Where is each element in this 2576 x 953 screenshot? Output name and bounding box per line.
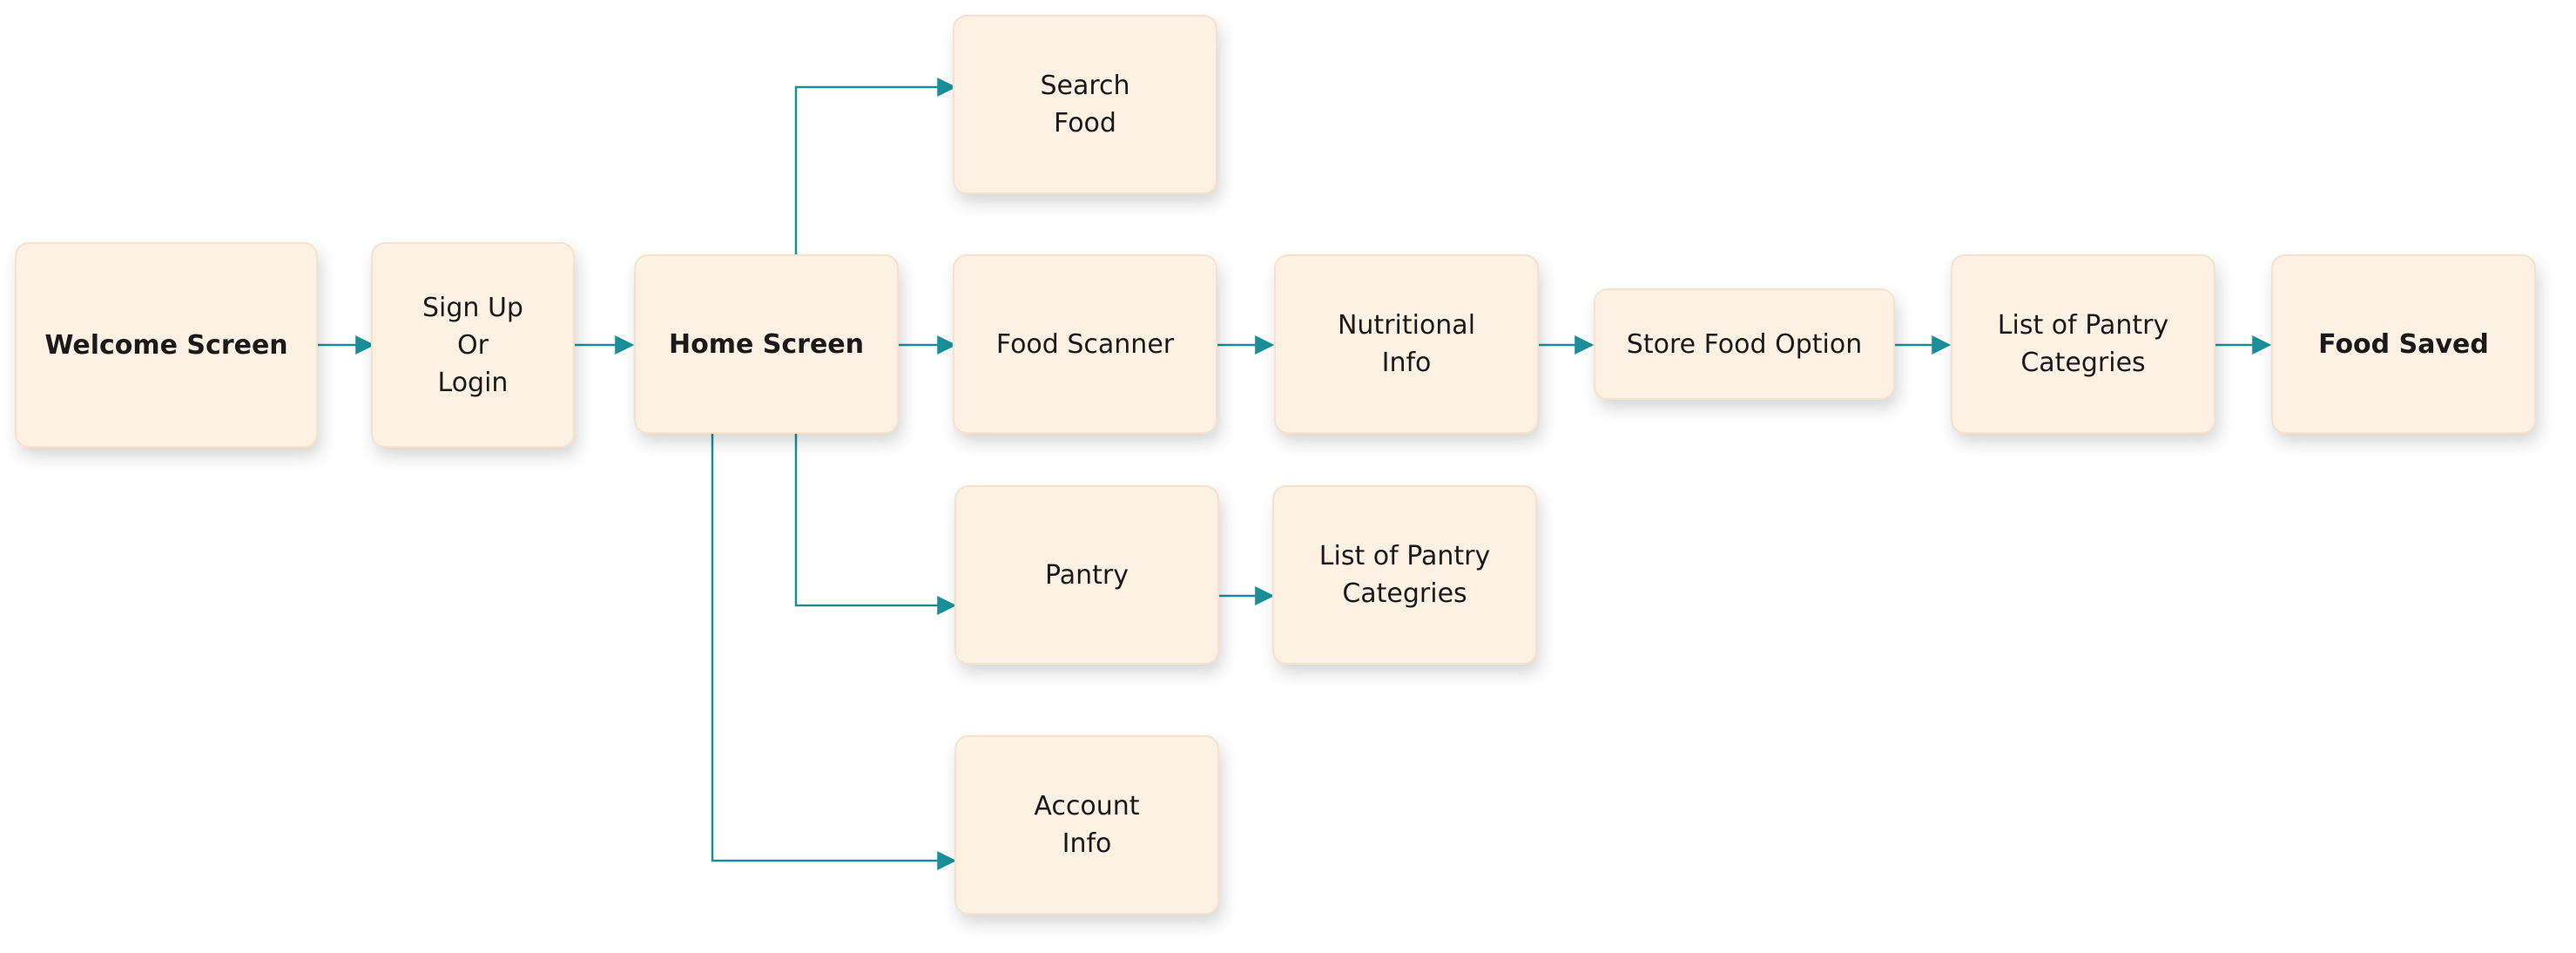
node-pantry-list-of-pantry-categories[interactable]: List of Pantry Categries: [1272, 485, 1537, 665]
node-food-scanner[interactable]: Food Scanner: [953, 254, 1217, 434]
node-nutritional-info[interactable]: Nutritional Info: [1274, 254, 1539, 434]
edge-home-to-pantry: [794, 432, 957, 615]
node-account-info[interactable]: Account Info: [954, 735, 1219, 915]
node-search-food[interactable]: Search Food: [953, 15, 1217, 194]
node-store-food-option[interactable]: Store Food Option: [1594, 288, 1895, 400]
node-food-saved[interactable]: Food Saved: [2271, 254, 2536, 434]
node-list-of-pantry-categories[interactable]: List of Pantry Categries: [1951, 254, 2215, 434]
edge-home-to-account: [711, 432, 957, 870]
edge-home-to-search: [794, 78, 957, 256]
node-home-screen[interactable]: Home Screen: [634, 254, 899, 434]
node-sign-up-or-login[interactable]: Sign Up Or Login: [371, 242, 575, 448]
node-welcome-screen[interactable]: Welcome Screen: [15, 242, 318, 448]
node-pantry[interactable]: Pantry: [954, 485, 1219, 665]
